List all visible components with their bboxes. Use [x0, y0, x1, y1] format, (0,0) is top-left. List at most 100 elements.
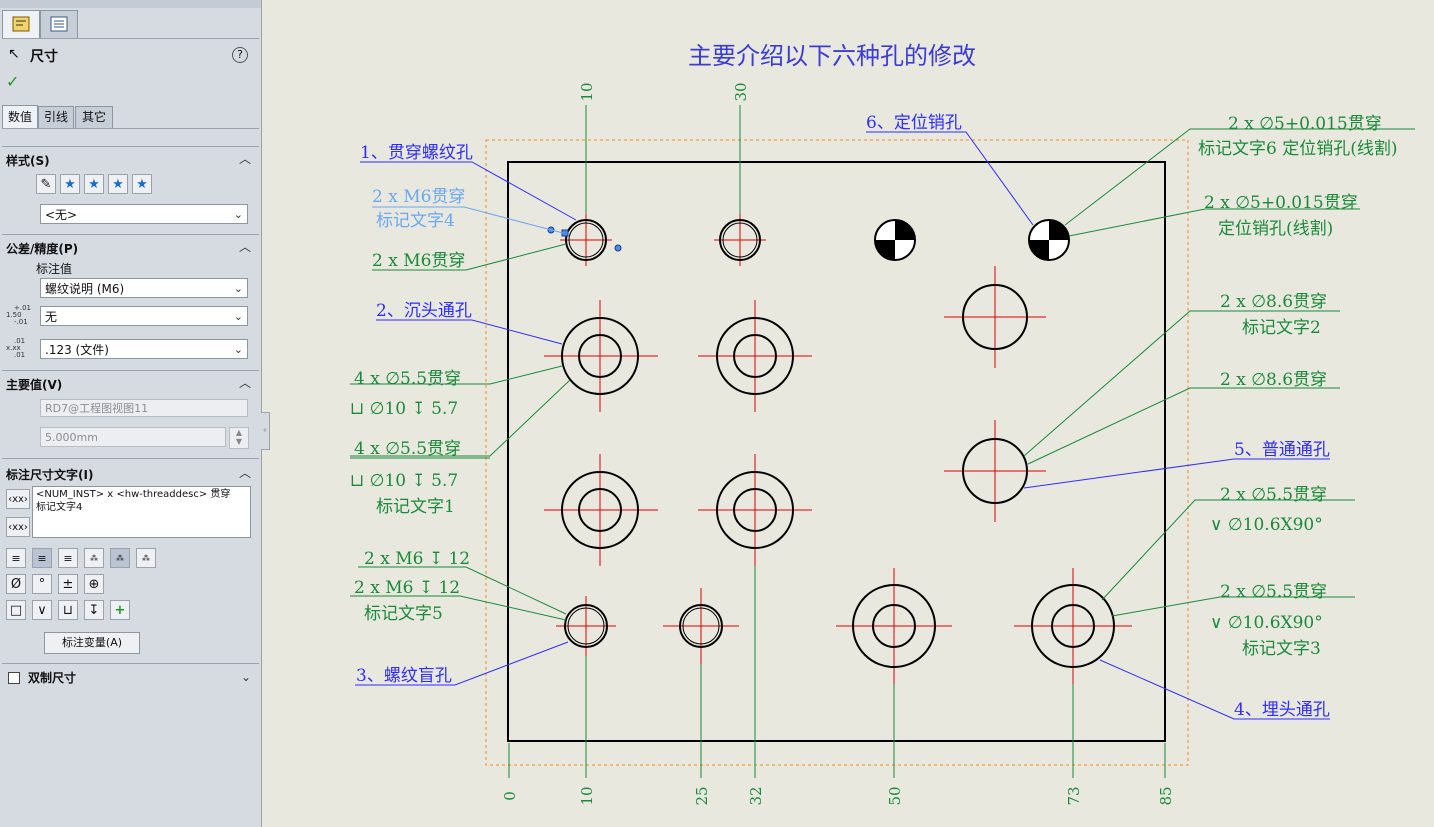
bottom-dim-50[interactable]: 50 [886, 786, 904, 805]
apply-style-icon[interactable]: ✎ [36, 174, 56, 194]
top-dim-10[interactable]: 10 [578, 82, 596, 101]
depth-symbol-icon[interactable]: ↧ [84, 600, 104, 620]
counterbore-hole[interactable] [716, 471, 794, 549]
align-left-icon[interactable]: ≡ [6, 548, 26, 568]
counterbore-hole[interactable] [716, 317, 794, 395]
ok-button[interactable]: ✓ [6, 72, 20, 91]
dimension-text-input[interactable]: <NUM_INST> x <hw-threaddesc> 贯穿 标记文字4 [32, 486, 251, 538]
callout-pin-1[interactable]: 2 x ∅5+0.015贯穿 [1228, 114, 1382, 134]
blind-thread-hole[interactable] [679, 604, 723, 648]
countersink-symbol-icon[interactable]: ∨ [32, 600, 52, 620]
degree-symbol-icon[interactable]: ° [32, 574, 52, 594]
collapse-icon[interactable]: ︿ [238, 152, 251, 166]
bottom-dim-10[interactable]: 10 [578, 786, 596, 805]
style-select[interactable]: <无>⌄ [40, 204, 248, 224]
help-button[interactable]: ? [232, 47, 248, 63]
insert-value-icon[interactable]: ‹xx› [6, 489, 30, 509]
callout-pin-2-note[interactable]: 定位销孔(线割) [1218, 219, 1333, 239]
tab-property-manager[interactable] [2, 10, 40, 39]
dowel-pin-symbol[interactable] [1028, 219, 1070, 261]
label-countersink[interactable]: 4、埋头通孔 [1234, 700, 1330, 720]
blind-thread-hole[interactable] [564, 604, 608, 648]
load-style-icon[interactable]: ★ [132, 174, 152, 194]
part-outline[interactable] [507, 161, 1166, 742]
primary-section-title[interactable]: 主要值(V) [6, 378, 63, 392]
countersink-hole[interactable] [852, 584, 936, 668]
counterbore-symbol-icon[interactable]: ⊔ [58, 600, 78, 620]
callout-through-1-note[interactable]: 标记文字2 [1242, 318, 1321, 338]
callout-cbore-1[interactable]: 4 x ∅5.5贯穿 [354, 369, 461, 389]
bottom-dim-0[interactable]: 0 [501, 791, 519, 801]
callout-pin-2[interactable]: 2 x ∅5+0.015贯穿 [1204, 193, 1358, 213]
centerline-symbol-icon[interactable]: ⊕ [84, 574, 104, 594]
dowel-pin-symbol[interactable] [874, 219, 916, 261]
callout-csink-1-spec[interactable]: ∨ ∅10.6X90° [1210, 515, 1323, 535]
view-boundary[interactable] [485, 139, 1189, 766]
label-counterbore[interactable]: 2、沉头通孔 [376, 301, 472, 321]
countersink-hole[interactable] [1031, 584, 1115, 668]
callout-thread[interactable]: 2 x M6贯穿 [372, 251, 465, 271]
insert-variable-button[interactable]: 标注变量(A) [44, 632, 140, 654]
drawing-sheet[interactable]: 主要介绍以下六种孔的修改 10 30 0 10 25 32 50 73 85 [262, 0, 1434, 827]
through-hole[interactable] [962, 438, 1028, 504]
selected-callout[interactable]: 2 x M6贯穿 标记文字4 [372, 187, 465, 231]
justify-middle-icon[interactable]: ⁂ [110, 548, 130, 568]
panel-resize-handle[interactable]: ◦ [261, 412, 270, 450]
callout-csink-1[interactable]: 2 x ∅5.5贯穿 [1220, 485, 1327, 505]
delete-style-icon[interactable]: ★ [84, 174, 104, 194]
bottom-dim-73[interactable]: 73 [1065, 786, 1083, 805]
callout-through-1[interactable]: 2 x ∅8.6贯穿 [1220, 292, 1327, 312]
bottom-dim-32[interactable]: 32 [747, 786, 765, 805]
counterbore-hole[interactable] [561, 317, 639, 395]
plus-minus-symbol-icon[interactable]: ± [58, 574, 78, 594]
tab-other[interactable]: 其它 [75, 106, 113, 129]
align-center-icon[interactable]: ≡ [32, 548, 52, 568]
callout-cbore-2[interactable]: 4 x ∅5.5贯穿 [354, 439, 461, 459]
dimtext-section-title[interactable]: 标注尺寸文字(I) [6, 468, 94, 482]
callout-cbore-1-spec[interactable]: ⊔ ∅10 ↧ 5.7 [350, 399, 458, 419]
label-blind-thread[interactable]: 3、螺纹盲孔 [356, 666, 452, 686]
label-through-thread[interactable]: 1、贯穿螺纹孔 [360, 143, 473, 163]
callout-csink-2-spec[interactable]: ∨ ∅10.6X90° [1210, 613, 1323, 633]
thread-hole[interactable] [565, 219, 607, 261]
tolerance-section-title[interactable]: 公差/精度(P) [6, 242, 79, 256]
insert-variable-icon[interactable]: ‹xx› [6, 517, 30, 537]
callout-cbore-2-note[interactable]: 标记文字1 [376, 497, 455, 517]
callout-select[interactable]: 螺纹说明 (M6)⌄ [40, 278, 248, 298]
callout-csink-2[interactable]: 2 x ∅5.5贯穿 [1220, 582, 1327, 602]
tab-leaders[interactable]: 引线 [38, 106, 74, 129]
thread-hole[interactable] [719, 219, 761, 261]
save-style-icon[interactable]: ★ [108, 174, 128, 194]
label-plain-through[interactable]: 5、普通通孔 [1234, 440, 1330, 460]
collapse-icon[interactable]: ︿ [238, 240, 251, 254]
top-dim-30[interactable]: 30 [732, 82, 750, 101]
callout-through-2[interactable]: 2 x ∅8.6贯穿 [1220, 370, 1327, 390]
callout-csink-2-note[interactable]: 标记文字3 [1242, 639, 1321, 659]
bottom-dim-85[interactable]: 85 [1157, 786, 1175, 805]
add-style-icon[interactable]: ★ [60, 174, 80, 194]
chevron-down-icon[interactable]: ⌄ [240, 670, 251, 684]
through-hole[interactable] [962, 284, 1028, 350]
justify-top-icon[interactable]: ⁂ [84, 548, 104, 568]
diameter-symbol-icon[interactable]: Ø [6, 574, 26, 594]
tab-feature-manager[interactable] [40, 10, 78, 39]
collapse-icon[interactable]: ︿ [238, 376, 251, 390]
precision-select[interactable]: .123 (文件)⌄ [40, 339, 248, 359]
label-dowel-pin[interactable]: 6、定位销孔 [866, 113, 962, 133]
style-section-title[interactable]: 样式(S) [6, 154, 50, 168]
tolerance-type-select[interactable]: 无⌄ [40, 306, 248, 326]
callout-blind-2-note[interactable]: 标记文字5 [364, 604, 443, 624]
callout-blind-2[interactable]: 2 x M6 ↧ 12 [354, 578, 460, 598]
more-symbols-icon[interactable]: + [110, 600, 130, 620]
justify-bottom-icon[interactable]: ⁂ [136, 548, 156, 568]
bottom-dim-25[interactable]: 25 [693, 786, 711, 805]
square-symbol-icon[interactable]: □ [6, 600, 26, 620]
tab-value[interactable]: 数值 [2, 105, 38, 128]
callout-blind-1[interactable]: 2 x M6 ↧ 12 [364, 549, 470, 569]
dual-dimension-checkbox[interactable] [8, 672, 20, 684]
callout-cbore-2-spec[interactable]: ⊔ ∅10 ↧ 5.7 [350, 471, 458, 491]
callout-pin-1-note[interactable]: 标记文字6 定位销孔(线割) [1198, 139, 1397, 159]
collapse-icon[interactable]: ︿ [238, 466, 251, 480]
selection-grips[interactable] [547, 226, 622, 252]
counterbore-hole[interactable] [561, 471, 639, 549]
